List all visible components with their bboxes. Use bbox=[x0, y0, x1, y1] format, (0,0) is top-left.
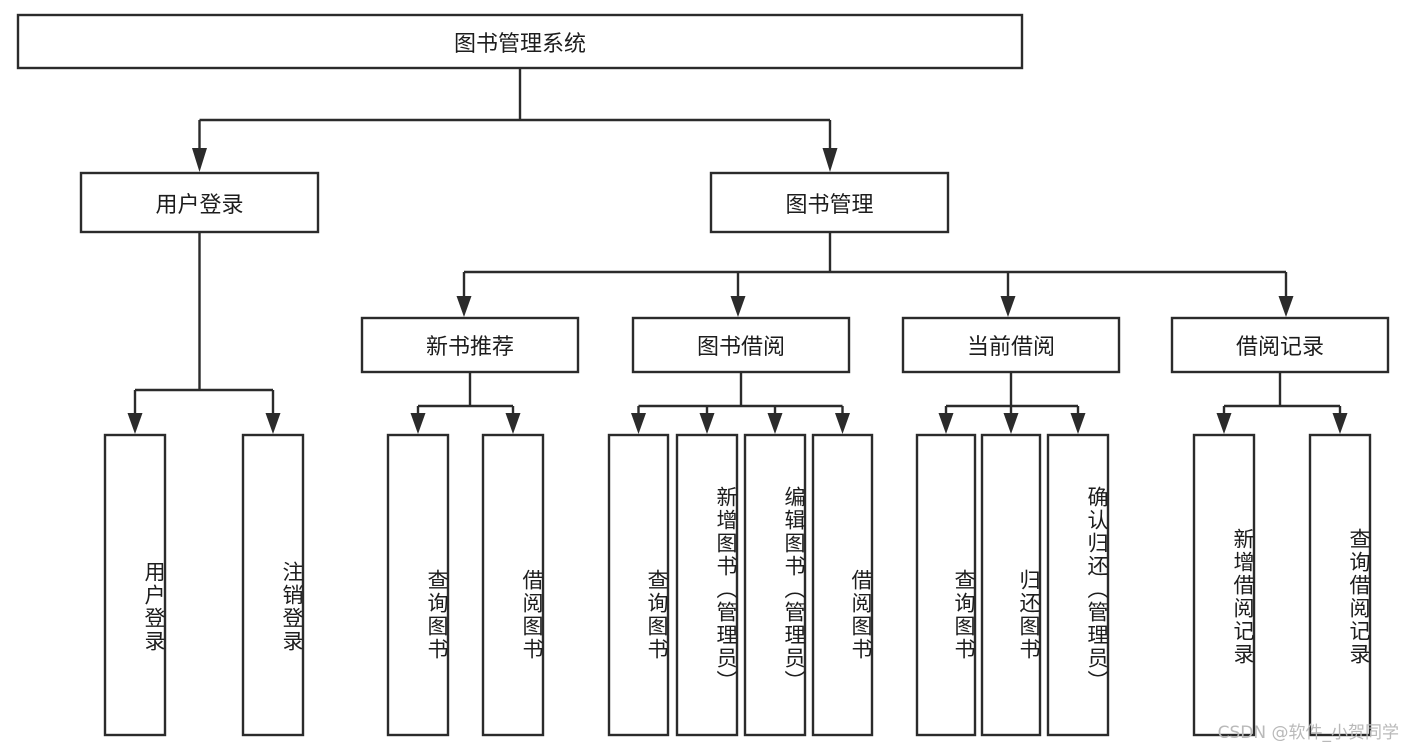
leaf-node-add-borrow-record[interactable] bbox=[1192, 433, 1256, 737]
arrow-borrow-to-leaf2 bbox=[699, 413, 715, 434]
arrow-root-to-user-login bbox=[192, 148, 207, 172]
arrow-bookmgmt-to-newbook bbox=[456, 296, 472, 317]
node-current-borrow[interactable] bbox=[901, 316, 1121, 374]
arrow-bookmgmt-to-borrow bbox=[730, 296, 746, 317]
arrow-record-to-leaf2 bbox=[1332, 413, 1348, 434]
node-root[interactable] bbox=[16, 13, 1024, 70]
leaf-node-query-book-3[interactable] bbox=[915, 433, 977, 737]
leaf-node-query-borrow-record[interactable] bbox=[1308, 433, 1372, 737]
arrow-newbook-to-leaf2 bbox=[505, 413, 521, 434]
arrow-root-to-book-mgmt bbox=[822, 148, 838, 172]
node-book-borrow[interactable] bbox=[631, 316, 851, 374]
arrow-borrow-to-leaf4 bbox=[835, 413, 850, 434]
leaf-node-user-login[interactable] bbox=[103, 433, 167, 737]
arrow-borrow-to-leaf3 bbox=[767, 413, 783, 434]
arrow-borrow-to-leaf1 bbox=[631, 413, 646, 434]
leaf-node-query-book-2[interactable] bbox=[607, 433, 670, 737]
leaf-node-edit-book-admin[interactable] bbox=[743, 433, 807, 737]
arrow-bookmgmt-to-record bbox=[1278, 296, 1294, 317]
leaf-node-add-book-admin[interactable] bbox=[675, 433, 739, 737]
node-layer bbox=[16, 13, 1390, 737]
arrow-bookmgmt-to-current bbox=[1000, 296, 1016, 317]
leaf-node-borrow-book-2[interactable] bbox=[811, 433, 874, 737]
leaf-node-query-book-1[interactable] bbox=[386, 433, 450, 737]
arrow-newbook-to-leaf1 bbox=[410, 413, 426, 434]
arrow-userlogin-to-leaf2 bbox=[265, 413, 281, 434]
node-borrow-record[interactable] bbox=[1170, 316, 1390, 374]
arrow-record-to-leaf1 bbox=[1216, 413, 1232, 434]
leaf-node-borrow-book-1[interactable] bbox=[481, 433, 545, 737]
node-user-login[interactable] bbox=[79, 171, 320, 234]
arrow-userlogin-to-leaf1 bbox=[127, 413, 143, 434]
leaf-node-confirm-return-admin[interactable] bbox=[1046, 433, 1110, 737]
leaf-node-return-book[interactable] bbox=[980, 433, 1042, 737]
arrow-current-to-leaf3 bbox=[1070, 413, 1086, 434]
node-new-book-recommend[interactable] bbox=[360, 316, 580, 374]
connector-layer bbox=[127, 68, 1348, 434]
arrow-current-to-leaf1 bbox=[938, 413, 954, 434]
arrow-current-to-leaf2 bbox=[1003, 413, 1019, 434]
node-book-management[interactable] bbox=[709, 171, 950, 234]
leaf-node-logout[interactable] bbox=[241, 433, 305, 737]
